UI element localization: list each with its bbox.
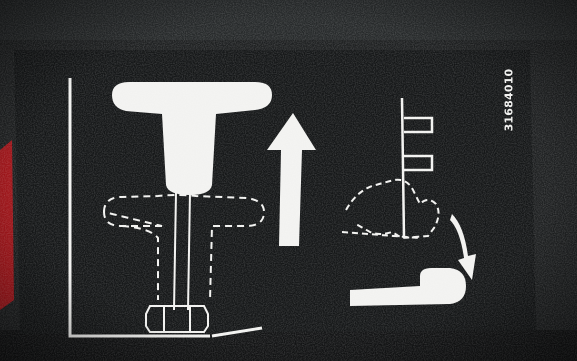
part-number-label: 31684010 <box>503 69 516 132</box>
